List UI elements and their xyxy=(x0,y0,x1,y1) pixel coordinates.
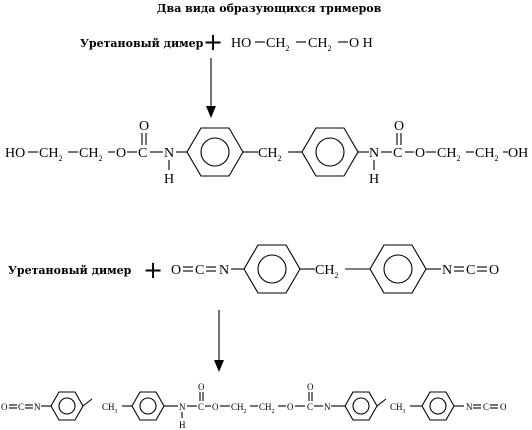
glycol-ch2-b: CH2 xyxy=(308,36,331,53)
glycol-oh: O H xyxy=(349,36,373,51)
prod2-n-3: N xyxy=(324,402,331,412)
prod1-o-carbonyl-2: O xyxy=(394,119,404,134)
prod2-o-left: O xyxy=(1,402,8,412)
prod2-n-left: N xyxy=(34,402,41,412)
prod2-o-ester-3: O xyxy=(287,402,294,412)
prod1-ch2-a: CH2 xyxy=(39,146,62,163)
prod1-ch2-d: CH2 xyxy=(475,146,498,163)
prod1-n-2: N xyxy=(369,146,379,161)
prod2-ch-c: CH2 xyxy=(259,402,275,415)
prod2-c-right: C xyxy=(483,402,489,412)
prod1-h-2: H xyxy=(369,172,379,187)
benzene-ring-1a xyxy=(186,127,244,177)
mdi-o-left: O xyxy=(171,263,181,278)
prod1-o-ester-2: O xyxy=(415,146,425,161)
prod1-n-1: N xyxy=(164,146,174,161)
prod2-ch-a: CH3 xyxy=(102,402,118,415)
prod1-o-ester-1: O xyxy=(116,146,126,161)
scheme-title: Два вида образующихся тримеров xyxy=(157,2,382,15)
mdi-n-left: N xyxy=(219,263,229,278)
benzene-ring-p2c xyxy=(344,391,378,421)
mdi-n-right: N xyxy=(442,263,452,278)
trimer-product-2: O C N CH3 N H C O O CH2 CH2 xyxy=(1,382,507,430)
benzene-ring-p2d xyxy=(421,391,455,421)
prod2-h-2: H xyxy=(179,420,186,430)
prod2-c-carbonyl-2: C xyxy=(198,402,204,412)
prod2-o-carbonyl-3: O xyxy=(307,382,314,392)
reaction-arrow-2 xyxy=(214,310,224,372)
prod1-h-1: H xyxy=(164,172,174,187)
prod1-c-carbonyl-2: C xyxy=(393,146,402,161)
ethylene-glycol: HO CH2 CH2 O H xyxy=(231,36,373,53)
prod1-ch2-b: CH2 xyxy=(79,146,102,163)
prod2-n-right: N xyxy=(466,402,473,412)
prod1-o-carbonyl-1: O xyxy=(139,119,149,134)
benzene-ring-2b xyxy=(369,244,427,294)
urethane-dimer-label-2: Уретановый димер xyxy=(8,264,132,277)
reaction-arrow-1 xyxy=(206,58,216,118)
prod1-ch2-c: CH2 xyxy=(437,146,460,163)
prod2-n-2: N xyxy=(179,402,186,412)
urethane-dimer-label-1: Уретановый димер xyxy=(80,37,204,50)
plus-sign-2: + xyxy=(143,256,163,284)
prod1-ho: HO xyxy=(5,146,25,161)
benzene-ring-2a xyxy=(243,244,301,294)
prod2-ch-b: CH2 xyxy=(231,402,247,415)
prod1-oh: OH xyxy=(508,146,528,161)
mdi-ch2-bridge: CH2 xyxy=(315,263,338,280)
prod2-o-right: O xyxy=(500,402,507,412)
benzene-ring-p2a xyxy=(50,391,84,421)
mdi-o-right: O xyxy=(489,263,499,278)
prod2-o-carbonyl-2: O xyxy=(198,382,205,392)
glycol-ch2-a: CH2 xyxy=(266,36,289,53)
mdi-c-left: C xyxy=(195,263,204,278)
prod2-c-carbonyl-3: C xyxy=(307,402,313,412)
prod1-c-carbonyl-1: C xyxy=(138,146,147,161)
diisocyanate-mdi: O C N CH2 N C O xyxy=(171,244,499,294)
prod2-c-left: C xyxy=(18,402,24,412)
benzene-ring-p2b xyxy=(131,391,165,421)
mdi-c-right: C xyxy=(466,263,475,278)
prod2-ch-d: CH3 xyxy=(390,402,406,415)
benzene-ring-1b xyxy=(301,127,359,177)
prod2-o-ester-2: O xyxy=(212,402,219,412)
plus-sign-1: + xyxy=(203,28,223,56)
trimer-product-1: HO CH2 CH2 O C O N H CH2 N H C xyxy=(5,119,528,187)
prod1-ch2-bridge: CH2 xyxy=(258,146,281,163)
glycol-ho: HO xyxy=(231,36,251,51)
